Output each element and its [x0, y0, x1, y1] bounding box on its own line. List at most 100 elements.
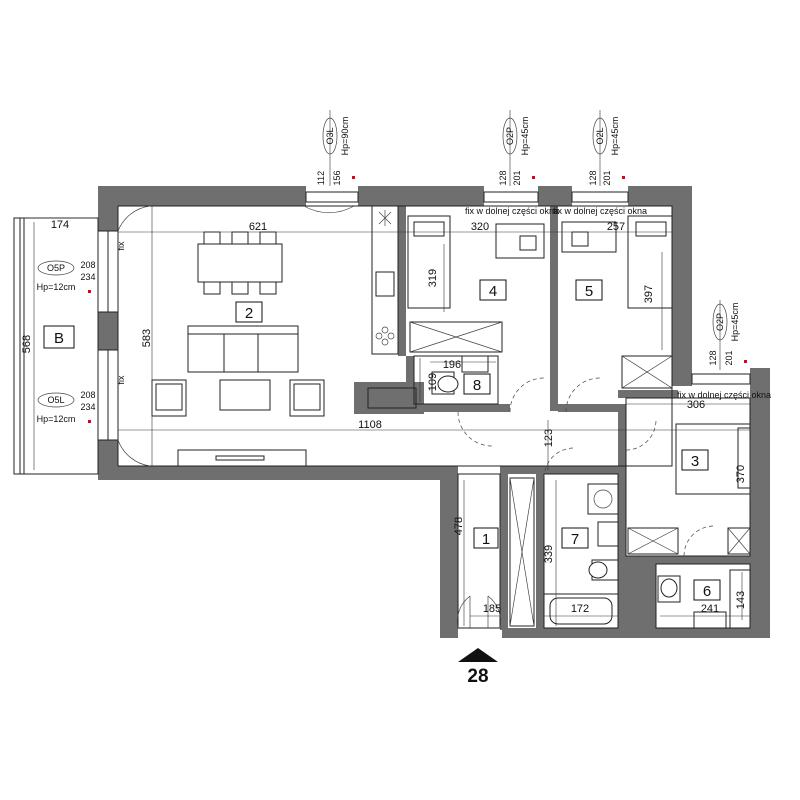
- room-1-label: 1: [482, 531, 490, 548]
- dim-201b: 201: [602, 170, 612, 185]
- dim-201a: 201: [512, 170, 522, 185]
- dim-568: 568: [21, 335, 33, 353]
- dim-234b: 234: [80, 402, 95, 412]
- room-5-label: 5: [585, 283, 593, 300]
- wall-bottom-left: [98, 466, 458, 480]
- dimension-lines: [24, 206, 751, 626]
- wall-room5-bottom: [558, 404, 624, 412]
- note-fix-left-top: fix: [116, 241, 126, 251]
- dim-143: 143: [735, 591, 747, 609]
- window-o2p-a-hp: Hp=45cm: [520, 117, 530, 156]
- room-2-label: 2: [245, 305, 253, 322]
- window-o2p-b-hp: Hp=45cm: [730, 303, 740, 342]
- wall-top-3: [538, 186, 572, 206]
- dim-370: 370: [735, 465, 747, 483]
- dim-174: 174: [51, 219, 69, 231]
- dim-241: 241: [701, 603, 719, 615]
- room-4-label: 4: [489, 283, 497, 300]
- dim-172: 172: [571, 603, 589, 615]
- dim-234a: 234: [80, 272, 95, 282]
- washing-machine: [587, 483, 619, 515]
- dim-128b: 128: [588, 170, 598, 185]
- balcony-label: B: [54, 330, 64, 347]
- dim-306: 306: [687, 399, 705, 411]
- note-fix-room-3: fix w dolnej części okna: [677, 390, 771, 400]
- window-o2p-b-label: O2P: [715, 313, 725, 331]
- sink-room-7: [597, 521, 619, 547]
- window-o3l-hp: Hp=90cm: [340, 117, 350, 156]
- window-o2l-marker: [622, 176, 625, 179]
- entrance-number: 28: [467, 666, 488, 687]
- furniture: [151, 205, 751, 629]
- dim-196: 196: [443, 359, 461, 371]
- desk-room-5: [561, 221, 617, 253]
- note-fix-room-4: fix w dolnej części okna: [465, 206, 559, 216]
- dim-156: 156: [332, 170, 342, 185]
- dim-112: 112: [316, 171, 326, 185]
- wall-left-mid: [98, 312, 118, 350]
- wall-corridor-right: [500, 470, 508, 630]
- dim-185: 185: [483, 603, 501, 615]
- window-symbols: [97, 191, 751, 441]
- dim-339: 339: [543, 545, 555, 563]
- dim-1108: 1108: [358, 419, 382, 431]
- sofa: [187, 325, 299, 373]
- room-6-label: 6: [703, 583, 711, 600]
- sink-room-8: [461, 355, 489, 373]
- wall-bath-top: [500, 466, 622, 474]
- wall-right-upper: [672, 186, 692, 386]
- note-fix-left-bottom: fix: [116, 375, 126, 385]
- wall-room3-left: [618, 390, 678, 398]
- wall-top-2: [358, 186, 484, 206]
- window-o5l-hp: Hp=12cm: [37, 414, 76, 424]
- wall-shaft: [626, 564, 656, 630]
- dining-table: [197, 243, 283, 283]
- window-o2p-b-marker: [744, 360, 747, 363]
- wall-corridor-left: [440, 466, 458, 636]
- note-fix-room-5: fix w dolnej części okna: [553, 206, 647, 216]
- window-o3l-marker: [352, 176, 355, 179]
- window-o2l-label: O2L: [595, 127, 605, 144]
- entrance-arrow: [458, 648, 498, 662]
- coffee-table: [219, 379, 271, 411]
- shower-room-6: [729, 569, 751, 629]
- dim-320: 320: [471, 221, 489, 233]
- wall-bath-right: [618, 404, 626, 630]
- room-7-label: 7: [571, 531, 579, 548]
- wall-bottom-1: [440, 628, 458, 638]
- dim-128c: 128: [708, 350, 718, 365]
- window-o5p-hp: Hp=12cm: [37, 282, 76, 292]
- dim-621: 621: [249, 221, 267, 233]
- doors: [117, 205, 715, 629]
- dim-208b: 208: [80, 390, 95, 400]
- notes: fix w dolnej części okna fix w dolnej cz…: [116, 206, 771, 400]
- dim-478: 478: [453, 517, 465, 535]
- wall-bath-left: [536, 474, 544, 630]
- dim-583: 583: [141, 329, 153, 347]
- wall-room6-top: [626, 556, 750, 564]
- wall-room4-bottom: [406, 404, 510, 412]
- entrance: 28: [458, 648, 498, 687]
- window-o5p-label: O5P: [47, 263, 65, 273]
- window-o2l-hp: Hp=45cm: [610, 117, 620, 156]
- dim-397: 397: [643, 285, 655, 303]
- wall-chimney: [354, 382, 424, 414]
- wall-kitchen-room4: [398, 206, 406, 356]
- dim-109: 109: [427, 373, 439, 391]
- window-o3l-label: O3L: [325, 127, 335, 144]
- wall-step: [672, 368, 692, 386]
- room-8-label: 8: [473, 377, 481, 394]
- window-o2p-a-label: O2P: [505, 127, 515, 145]
- window-o2p-a-marker: [532, 176, 535, 179]
- walls: [98, 186, 770, 638]
- wall-bottom-2: [502, 628, 770, 638]
- dim-208a: 208: [80, 260, 95, 270]
- dim-128a: 128: [498, 170, 508, 185]
- window-o5l-marker: [88, 420, 91, 423]
- wall-right: [750, 368, 770, 636]
- room-3-label: 3: [691, 453, 699, 470]
- dim-123: 123: [543, 429, 555, 447]
- wall-room4-room5: [550, 206, 558, 411]
- dimension-labels: 174 568 208 234 208 234 583 621 1108 320…: [21, 170, 747, 615]
